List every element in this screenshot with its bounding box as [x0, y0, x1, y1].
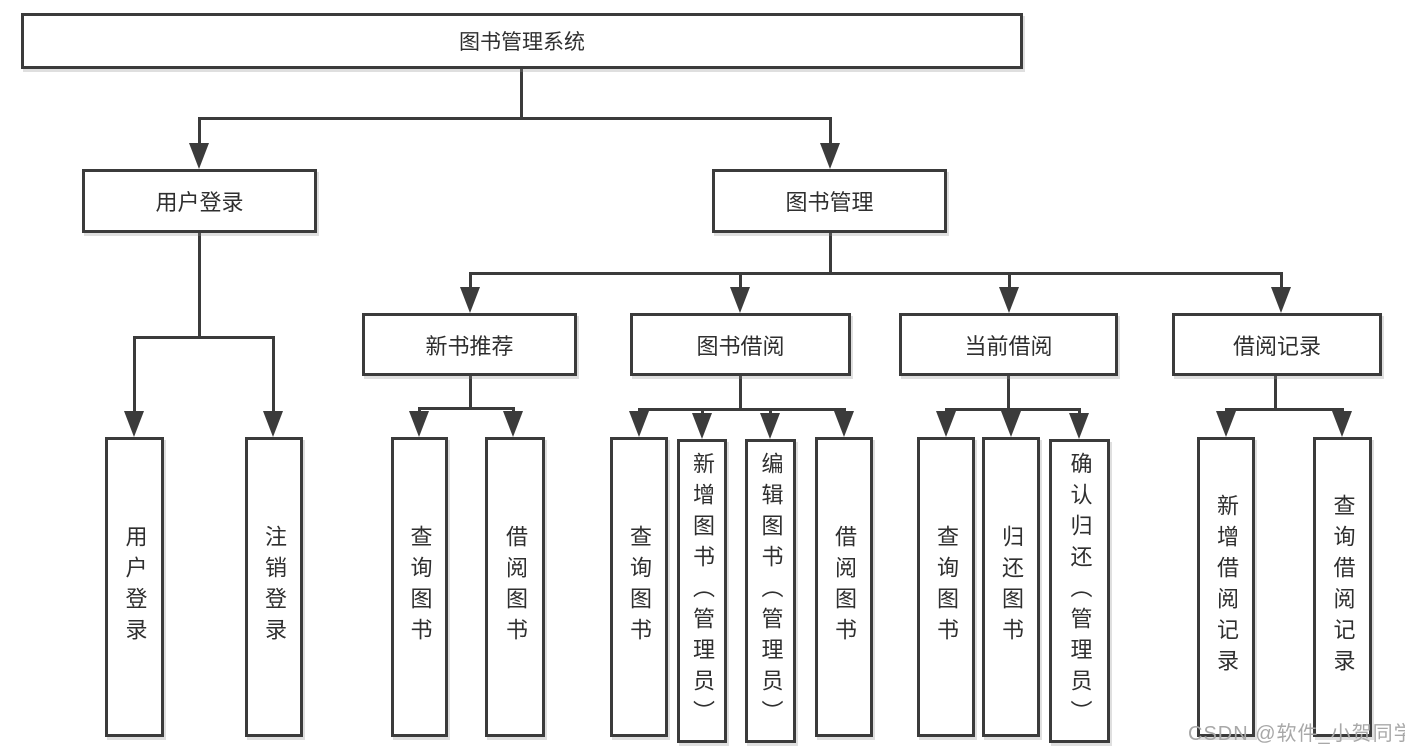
connector-bookmgmt-drop-3 [1008, 272, 1011, 289]
connector-recommend-crossbar [418, 407, 515, 410]
node-new-book-recommend: 新书推荐 [362, 313, 577, 376]
leaf-user-login: 用户登录 [105, 437, 164, 737]
arrowhead-recommend-query [409, 411, 429, 437]
arrowhead-book-borrow [730, 287, 750, 313]
arrowhead-current-borrow [999, 287, 1019, 313]
connector-current-drop-3 [1078, 408, 1081, 416]
node-borrow-records-label: 借阅记录 [1232, 333, 1321, 359]
leaf-records-query-record-label: 查询借阅记录 [1330, 494, 1356, 680]
connector-borrow-drop-2 [701, 408, 704, 416]
leaf-current-query-books-label: 查询图书 [934, 525, 959, 649]
connector-recommend-drop-1 [418, 407, 421, 414]
arrowhead-current-confirm [1069, 413, 1089, 439]
connector-current-stem [1007, 374, 1010, 410]
connector-userlogin-right-drop [272, 336, 275, 412]
leaf-records-query-record: 查询借阅记录 [1313, 437, 1372, 737]
leaf-current-return-books-label: 归还图书 [999, 525, 1024, 649]
leaf-recommend-borrow-books-label: 借阅图书 [503, 525, 528, 649]
connector-bookmgmt-drop-2 [739, 272, 742, 289]
connector-userlogin-left-drop [133, 336, 136, 412]
leaf-borrow-add-books-admin: 新增图书（管理员） [677, 439, 727, 743]
leaf-recommend-query-books-label: 查询图书 [407, 525, 433, 649]
connector-records-crossbar [1225, 408, 1344, 411]
leaf-user-login-label: 用户登录 [122, 525, 148, 649]
connector-root-stem [520, 66, 523, 119]
arrowhead-leaf-logout [263, 411, 283, 437]
connector-borrow-stem [739, 374, 742, 410]
connector-root-right-drop [829, 117, 832, 145]
node-book-borrow-label: 图书借阅 [696, 333, 785, 359]
connector-current-crossbar [945, 408, 1081, 411]
connector-root-left-drop [198, 117, 201, 145]
leaf-borrow-query-books: 查询图书 [610, 437, 668, 737]
connector-userlogin-crossbar [133, 336, 275, 339]
connector-borrow-crossbar [638, 408, 846, 411]
arrowhead-borrow-add [692, 413, 712, 439]
arrowhead-current-return [1001, 411, 1021, 437]
arrowhead-borrow-records [1271, 287, 1291, 313]
connector-records-stem [1274, 374, 1277, 410]
node-user-login-label: 用户登录 [155, 190, 244, 215]
connector-bookmgmt-drop-1 [469, 272, 472, 289]
leaf-logout-label: 注销登录 [262, 525, 287, 649]
arrowhead-borrow-query [629, 411, 649, 437]
connector-bookmgmt-drop-4 [1280, 272, 1283, 289]
csdn-watermark: CSDN @软件_小贺同学 [1188, 723, 1405, 745]
arrowhead-borrow-borrow [834, 411, 854, 437]
leaf-current-query-books: 查询图书 [917, 437, 975, 737]
connector-borrow-drop-3 [769, 408, 772, 416]
leaf-current-return-books: 归还图书 [982, 437, 1040, 737]
node-book-management: 图书管理 [712, 169, 947, 233]
leaf-borrow-add-books-admin-label: 新增图书（管理员） [690, 451, 715, 731]
connector-userlogin-stem [198, 231, 201, 338]
leaf-records-add-record-label: 新增借阅记录 [1214, 494, 1239, 680]
node-new-book-recommend-label: 新书推荐 [425, 333, 514, 359]
arrowhead-leaf-user-login [124, 411, 144, 437]
leaf-borrow-edit-books-admin: 编辑图书（管理员） [745, 439, 796, 743]
connector-root-crossbar [198, 117, 832, 120]
node-root-system: 图书管理系统 [21, 13, 1023, 69]
arrowhead-current-query [936, 411, 956, 437]
node-current-borrow-label: 当前借阅 [964, 333, 1053, 359]
leaf-logout: 注销登录 [245, 437, 303, 737]
arrowhead-recommend-borrow [503, 411, 523, 437]
node-book-management-label: 图书管理 [785, 190, 874, 215]
node-root-label: 图书管理系统 [459, 31, 585, 54]
connector-bookmgmt-stem [829, 231, 832, 275]
leaf-borrow-edit-books-admin-label: 编辑图书（管理员） [758, 451, 784, 731]
node-borrow-records: 借阅记录 [1172, 313, 1382, 376]
connector-recommend-drop-2 [512, 407, 515, 414]
node-current-borrow: 当前借阅 [899, 313, 1118, 376]
node-book-borrow: 图书借阅 [630, 313, 851, 376]
connector-recommend-stem [469, 374, 472, 409]
arrowhead-new-book-recommend [460, 287, 480, 313]
leaf-borrow-borrow-books: 借阅图书 [815, 437, 873, 737]
leaf-current-confirm-return-admin: 确认归还（管理员） [1049, 439, 1110, 743]
leaf-recommend-query-books: 查询图书 [391, 437, 448, 737]
arrowhead-book-management [820, 143, 840, 169]
arrowhead-borrow-edit [760, 413, 780, 439]
leaf-current-confirm-return-admin-label: 确认归还（管理员） [1067, 451, 1093, 731]
leaf-recommend-borrow-books: 借阅图书 [485, 437, 545, 737]
arrowhead-user-login [189, 143, 209, 169]
arrowhead-records-add [1216, 411, 1236, 437]
node-user-login: 用户登录 [82, 169, 317, 233]
leaf-borrow-borrow-books-label: 借阅图书 [832, 525, 857, 649]
leaf-borrow-query-books-label: 查询图书 [627, 525, 652, 649]
connector-bookmgmt-crossbar [469, 272, 1283, 275]
arrowhead-records-query [1332, 411, 1352, 437]
leaf-records-add-record: 新增借阅记录 [1197, 437, 1255, 737]
